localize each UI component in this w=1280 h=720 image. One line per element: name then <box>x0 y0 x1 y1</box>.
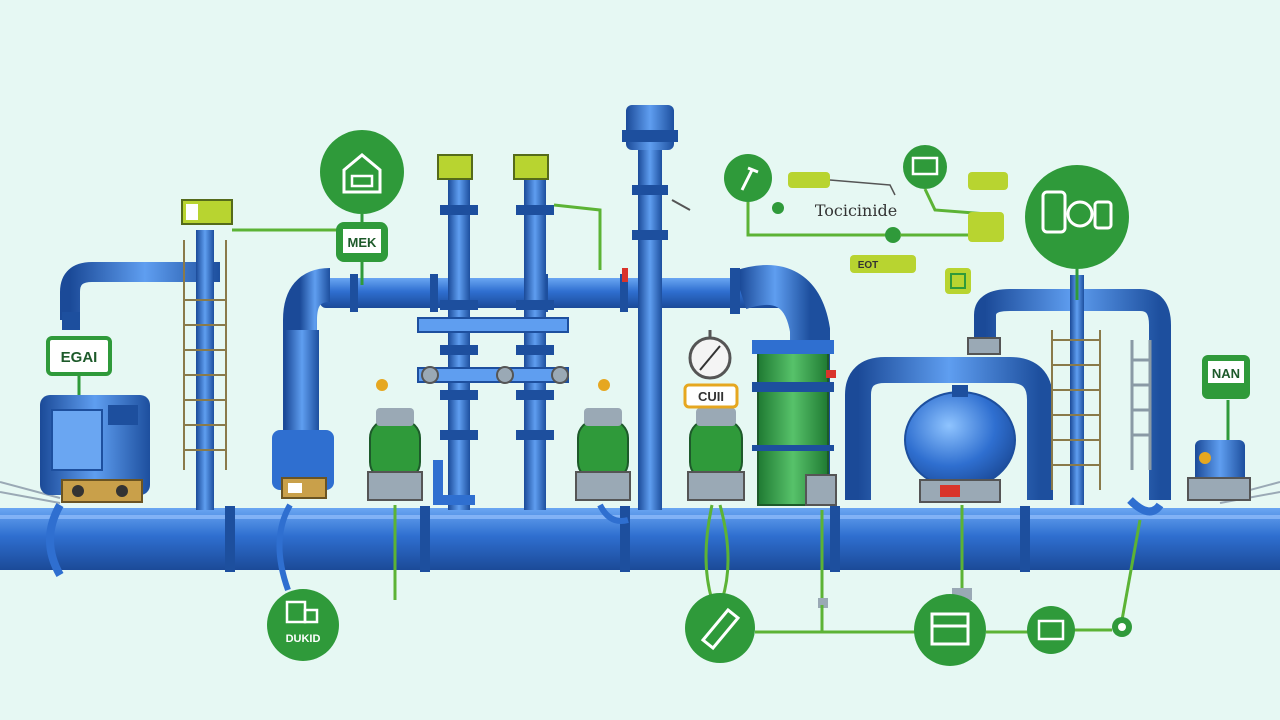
box-icon-bottom <box>1027 606 1075 654</box>
center-left-column <box>272 330 334 592</box>
center-tag-text: MEK <box>348 235 378 250</box>
annotation-cluster: Tocicinide EOT <box>724 145 1008 294</box>
left-lattice-tower <box>181 199 345 510</box>
annotation-text: Tocicinide <box>815 201 897 220</box>
house-icon-badge <box>320 130 404 225</box>
machine-icon <box>1025 165 1129 300</box>
cross-manifold <box>417 317 569 384</box>
green-vessel <box>752 340 837 608</box>
tools-icon <box>685 593 755 663</box>
stack-1 <box>433 154 478 510</box>
bottom-left-icon-label: DUKID <box>286 633 321 645</box>
gauge-tag: CUII <box>683 383 739 409</box>
right-loop-pipe <box>845 289 1171 516</box>
right-unit-tag: NAN <box>1202 355 1250 399</box>
valve-assembly-3 <box>687 408 745 601</box>
pump-icon: DUKID <box>267 589 339 661</box>
pill-mid-text: EOT <box>858 260 879 271</box>
spherical-tank <box>904 385 1016 600</box>
valve-assembly-2 <box>575 379 631 524</box>
right-lattice-tower <box>1051 275 1152 505</box>
valve-assembly-1 <box>367 379 423 600</box>
tank-icon <box>903 145 947 189</box>
right-pump-unit <box>1187 400 1251 501</box>
stack-2 <box>513 154 602 510</box>
main-pipeline <box>0 481 1280 572</box>
container-icon <box>914 594 986 666</box>
bottom-wiring <box>755 519 1142 637</box>
tall-center-stack <box>622 105 691 510</box>
box-icon <box>945 268 971 294</box>
left-pump-unit <box>40 395 150 577</box>
left-unit-tag-text: EGAI <box>61 349 98 366</box>
left-unit-tag: EGAI <box>46 336 112 395</box>
right-unit-tag-text: NAN <box>1212 366 1240 381</box>
gauge-tag-text: CUII <box>698 389 724 404</box>
center-tag: MEK <box>336 222 388 285</box>
pressure-gauge <box>688 330 732 380</box>
